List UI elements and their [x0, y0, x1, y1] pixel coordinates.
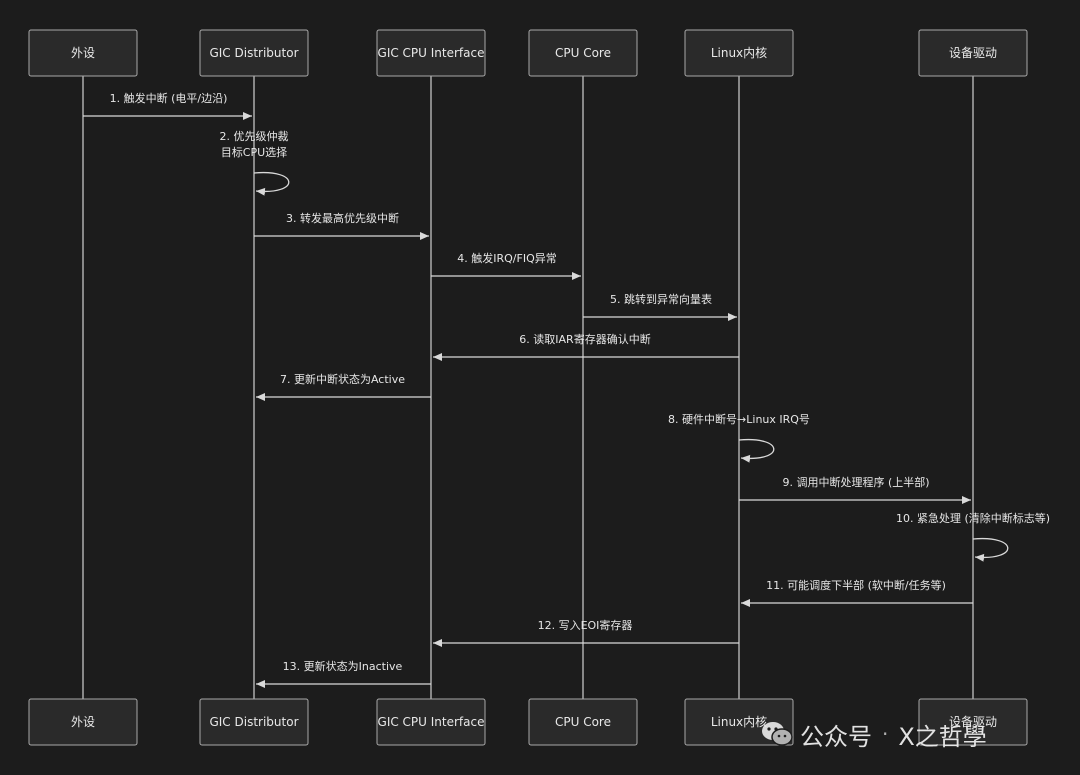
participant-label-bottom-p3: CPU Core	[555, 715, 611, 729]
participant-label-bottom-p4: Linux内核	[711, 715, 767, 729]
participant-label-top-p1: GIC Distributor	[209, 46, 298, 60]
participant-label-top-p2: GIC CPU Interface	[378, 46, 485, 60]
message-label-13: 13. 更新状态为Inactive	[283, 659, 403, 673]
message-label-1: 1. 触发中断 (电平/边沿)	[110, 91, 228, 105]
message-5: 5. 跳转到异常向量表	[583, 292, 737, 321]
message-label-10: 10. 紧急处理 (清除中断标志等)	[896, 511, 1050, 525]
message-label-2-line-2: 目标CPU选择	[221, 145, 287, 159]
message-arrow-2	[253, 171, 290, 196]
participant-box-top-p3	[528, 29, 638, 77]
participant-box-top-p4	[684, 29, 794, 77]
participant-box-top-p2	[376, 29, 486, 77]
message-1: 1. 触发中断 (电平/边沿)	[83, 91, 252, 120]
participant-box-bottom-p0	[28, 698, 138, 746]
message-11: 11. 可能调度下半部 (软中断/任务等)	[741, 578, 973, 607]
participant-label-bottom-p2: GIC CPU Interface	[378, 715, 485, 729]
participant-box-bottom-p1	[199, 698, 309, 746]
participant-label-bottom-p1: GIC Distributor	[209, 715, 298, 729]
message-3: 3. 转发最高优先级中断	[254, 211, 429, 240]
participant-label-top-p0: 外设	[71, 46, 95, 60]
message-arrow-8	[738, 438, 775, 463]
message-label-2-line-1: 2. 优先级仲裁	[220, 129, 289, 143]
participant-label-top-p5: 设备驱动	[949, 46, 997, 60]
participant-box-top-p1	[199, 29, 309, 77]
participant-label-top-p3: CPU Core	[555, 46, 611, 60]
message-7: 7. 更新中断状态为Active	[256, 372, 431, 401]
message-label-12: 12. 写入EOI寄存器	[538, 618, 633, 632]
participant-label-bottom-p0: 外设	[71, 715, 95, 729]
message-4: 4. 触发IRQ/FIQ异常	[431, 251, 581, 280]
watermark: 公众号 · X之哲學	[760, 714, 987, 754]
message-label-9: 9. 调用中断处理程序 (上半部)	[782, 475, 929, 489]
participant-box-bottom-p5	[918, 698, 1028, 746]
participant-box-bottom-p3	[528, 698, 638, 746]
message-12: 12. 写入EOI寄存器	[433, 618, 739, 647]
watermark-separator: ·	[882, 722, 889, 746]
participant-box-top-p0	[28, 29, 138, 77]
message-label-11: 11. 可能调度下半部 (软中断/任务等)	[766, 578, 946, 592]
message-label-6: 6. 读取IAR寄存器确认中断	[519, 332, 650, 346]
message-10: 10. 紧急处理 (清除中断标志等)	[896, 511, 1050, 562]
participant-box-bottom-p2	[376, 698, 486, 746]
message-13: 13. 更新状态为Inactive	[256, 659, 431, 688]
wechat-icon	[762, 722, 793, 746]
message-label-3: 3. 转发最高优先级中断	[286, 211, 399, 225]
message-arrow-10	[972, 537, 1009, 562]
message-6: 6. 读取IAR寄存器确认中断	[433, 332, 739, 361]
watermark-label: 公众号	[800, 722, 872, 751]
watermark-author: X之哲學	[898, 722, 987, 751]
participant-box-top-p5	[918, 29, 1028, 77]
message-label-7: 7. 更新中断状态为Active	[280, 372, 405, 386]
message-label-5: 5. 跳转到异常向量表	[610, 292, 712, 306]
participant-label-top-p4: Linux内核	[711, 46, 767, 60]
message-label-8: 8. 硬件中断号→Linux IRQ号	[668, 412, 810, 426]
message-8: 8. 硬件中断号→Linux IRQ号	[668, 412, 810, 463]
participant-label-bottom-p5: 设备驱动	[949, 715, 997, 729]
message-9: 9. 调用中断处理程序 (上半部)	[739, 475, 971, 504]
message-label-4: 4. 触发IRQ/FIQ异常	[457, 251, 556, 265]
